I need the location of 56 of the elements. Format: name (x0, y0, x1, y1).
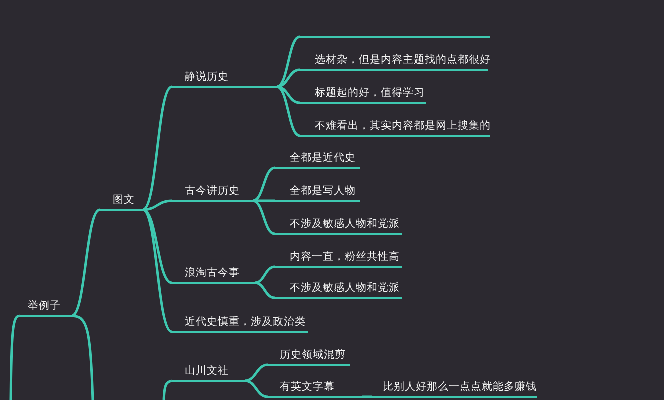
topic-text: 不涉及敏感人物和党派 (290, 218, 400, 230)
topic-text: 历史领域混剪 (280, 348, 346, 361)
topic-text: 全都是写人物 (290, 184, 356, 197)
topic-text: 静说历史 (185, 70, 229, 83)
topic-node (372, 380, 537, 398)
branch-connector (254, 282, 276, 300)
topic-node (20, 299, 72, 318)
branch-connector (71, 208, 101, 318)
topic-node (275, 184, 360, 202)
branch-connector (276, 86, 300, 138)
topic-text: 有英文字幕 (280, 380, 335, 393)
topic-text: 选材杂，但是内容主题找的点都很好 (315, 54, 491, 66)
topic-node (275, 250, 402, 268)
topic-text: 浪淘古今事 (185, 266, 240, 279)
branch-connector (276, 68, 300, 88)
branch-underline (300, 36, 490, 38)
topic-text: 古今讲历史 (185, 184, 240, 197)
topic-node (172, 70, 277, 88)
branch-connector (254, 266, 276, 284)
branch-connector (142, 208, 172, 284)
topic-text: 近代史慎重，涉及政治类 (185, 316, 306, 328)
topic-node (300, 119, 490, 138)
topic-node (100, 193, 143, 212)
topic-text: 内容一直，粉丝共性高 (290, 250, 400, 263)
topic-node (268, 348, 350, 366)
topic-text: 比别人好那么一点点就能多赚钱 (383, 380, 537, 393)
branch-connector (10, 314, 20, 400)
topic-text: 不涉及敏感人物和党派 (290, 282, 400, 294)
topic-node (275, 151, 360, 170)
topic-node (172, 266, 255, 284)
branch-connector (276, 36, 300, 88)
topic-node (300, 86, 426, 104)
topic-text: 全都是近代史 (290, 152, 356, 164)
branch-connector (72, 314, 94, 400)
branch-connector (142, 86, 173, 212)
branch-connector (252, 166, 276, 202)
branch-connector (252, 200, 276, 236)
topic-node (275, 281, 402, 300)
topic-node (275, 217, 402, 236)
topic-node (172, 315, 308, 334)
branch-connector (244, 380, 268, 398)
branch-connector (142, 200, 172, 212)
topic-node (268, 380, 362, 398)
topic-text: 不难看出，其实内容都是网上搜集的 (315, 120, 491, 132)
topic-node (172, 184, 253, 202)
topic-text: 图文 (113, 194, 135, 206)
topic-text: 山川文社 (185, 364, 229, 377)
branch-connector (362, 396, 372, 398)
topic-text: 举例子 (28, 300, 61, 312)
branch-connector (162, 380, 172, 400)
branch-connector (142, 208, 173, 334)
branch-connector (253, 200, 275, 202)
branch-connector (276, 86, 300, 104)
topic-node (172, 364, 245, 382)
branch-connector (244, 364, 268, 382)
topic-text: 标题起的好，值得学习 (315, 86, 425, 99)
